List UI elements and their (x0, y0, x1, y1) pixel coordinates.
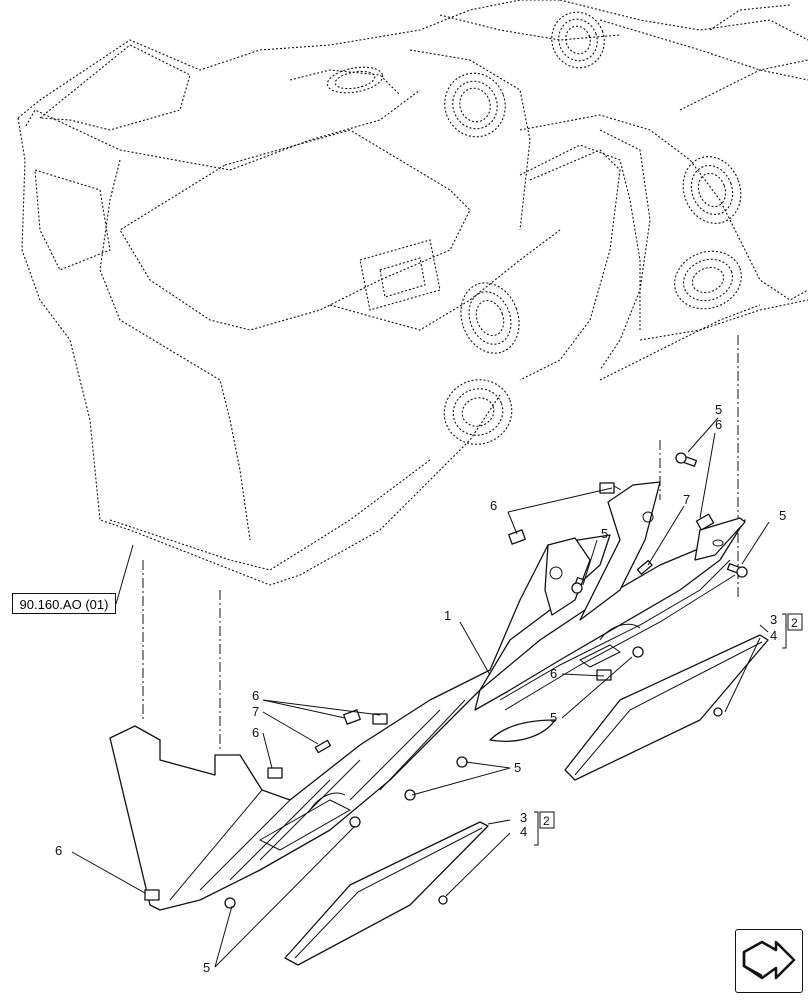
callout-5: 5 (203, 960, 210, 975)
callout-7: 7 (252, 704, 259, 719)
callout-labels: 1 6 5 5 6 7 5 3 4 6 5 6 7 6 5 3 4 6 5 (55, 402, 786, 975)
callout-4: 4 (520, 824, 527, 839)
callout-6: 6 (550, 666, 557, 681)
next-arrow-glyph (742, 940, 796, 980)
reference-link[interactable]: 90.160.AO (01) (12, 593, 116, 614)
callout-6: 6 (55, 843, 62, 858)
note-bracket-upper: 2 (782, 613, 803, 649)
next-arrow-icon[interactable] (735, 929, 803, 993)
callout-6: 6 (252, 688, 259, 703)
callout-4: 4 (770, 628, 777, 643)
cover-strip-lower (284, 821, 489, 966)
callout-5: 5 (514, 760, 521, 775)
note-number: 2 (791, 616, 798, 630)
callout-3: 3 (520, 810, 527, 825)
cover-strip-upper (564, 634, 769, 781)
callout-5: 5 (601, 526, 608, 541)
callout-5: 5 (715, 402, 722, 417)
callout-3: 3 (770, 612, 777, 627)
callout-5: 5 (779, 508, 786, 523)
callout-1: 1 (444, 608, 451, 623)
note-number: 2 (543, 814, 550, 828)
callout-5: 5 (550, 710, 557, 725)
callout-6: 6 (252, 725, 259, 740)
cab-body-outline (17, 0, 808, 586)
air-vents (326, 11, 742, 445)
callout-7: 7 (683, 492, 690, 507)
assembly-centerlines (142, 335, 739, 750)
trim-panel-part-1 (109, 481, 746, 911)
clips (144, 482, 715, 901)
leader-lines (71, 417, 770, 968)
note-bracket-lower: 2 (534, 811, 555, 846)
callout-6: 6 (715, 417, 722, 432)
callout-6: 6 (490, 498, 497, 513)
